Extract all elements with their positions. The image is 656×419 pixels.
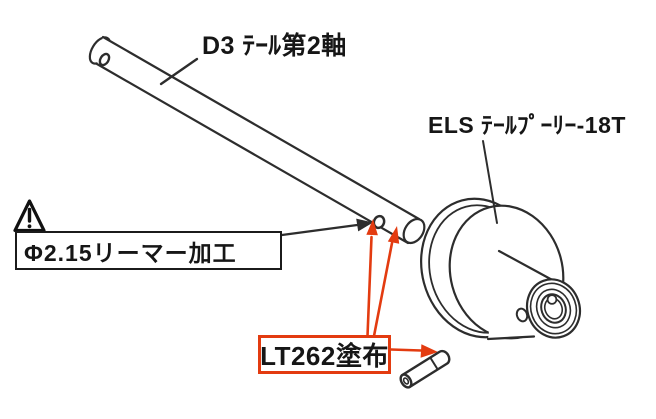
lt262-pointer-arrows <box>366 219 438 358</box>
pulley-part-label: ELS ﾃｰﾙﾌﾟｰﾘｰ-18T <box>428 112 626 138</box>
shaft-cross-hole <box>372 214 386 230</box>
red-arrow-line-pin <box>389 348 423 352</box>
red-arrow-line-shaft-end <box>372 241 394 338</box>
shaft-part-label: D3 ﾃｰﾙ第2軸 <box>202 32 347 60</box>
pin-end-bore <box>402 377 410 385</box>
red-arrowhead-shaft-end <box>387 226 400 244</box>
hub-face-ring-4 <box>540 293 567 324</box>
els-leader-line <box>482 140 498 224</box>
pulley-drawing <box>420 197 582 341</box>
red-arrowhead-hole <box>366 219 378 236</box>
shaft-edge-top <box>101 35 421 221</box>
pin-end-face <box>399 373 413 389</box>
hub-face-ring-3 <box>535 288 572 329</box>
reamer-pointer-arrow <box>280 218 373 237</box>
pulley-hub-edge-bottom <box>486 335 536 341</box>
shaft-end-face <box>402 217 426 245</box>
reamer-arrowhead <box>356 218 373 232</box>
d3-leader-line <box>159 57 199 86</box>
shaft-left-hole <box>98 52 111 67</box>
shaft-body <box>97 37 419 243</box>
pin-body <box>401 349 451 389</box>
lt262-note-box: LT262塗布 <box>258 335 391 374</box>
red-arrowhead-pin <box>420 344 438 358</box>
tail-shaft-drawing <box>88 35 426 245</box>
pin-drawing <box>399 349 451 389</box>
hub-bore-notch <box>546 294 558 305</box>
reamer-note-box: Φ2.15リーマー加工 <box>15 231 282 270</box>
reamer-arrow-line <box>280 223 363 237</box>
red-arrow-line-hole <box>366 235 373 338</box>
hub-side-hole <box>515 307 529 323</box>
warning-triangle-icon <box>13 199 46 233</box>
hub-face-ring-2 <box>529 282 578 335</box>
shaft-edge-bottom <box>95 62 410 245</box>
pin-band <box>429 357 439 371</box>
pulley-hub-edge-top <box>497 249 558 284</box>
warning-exclamation-dot <box>27 224 32 229</box>
